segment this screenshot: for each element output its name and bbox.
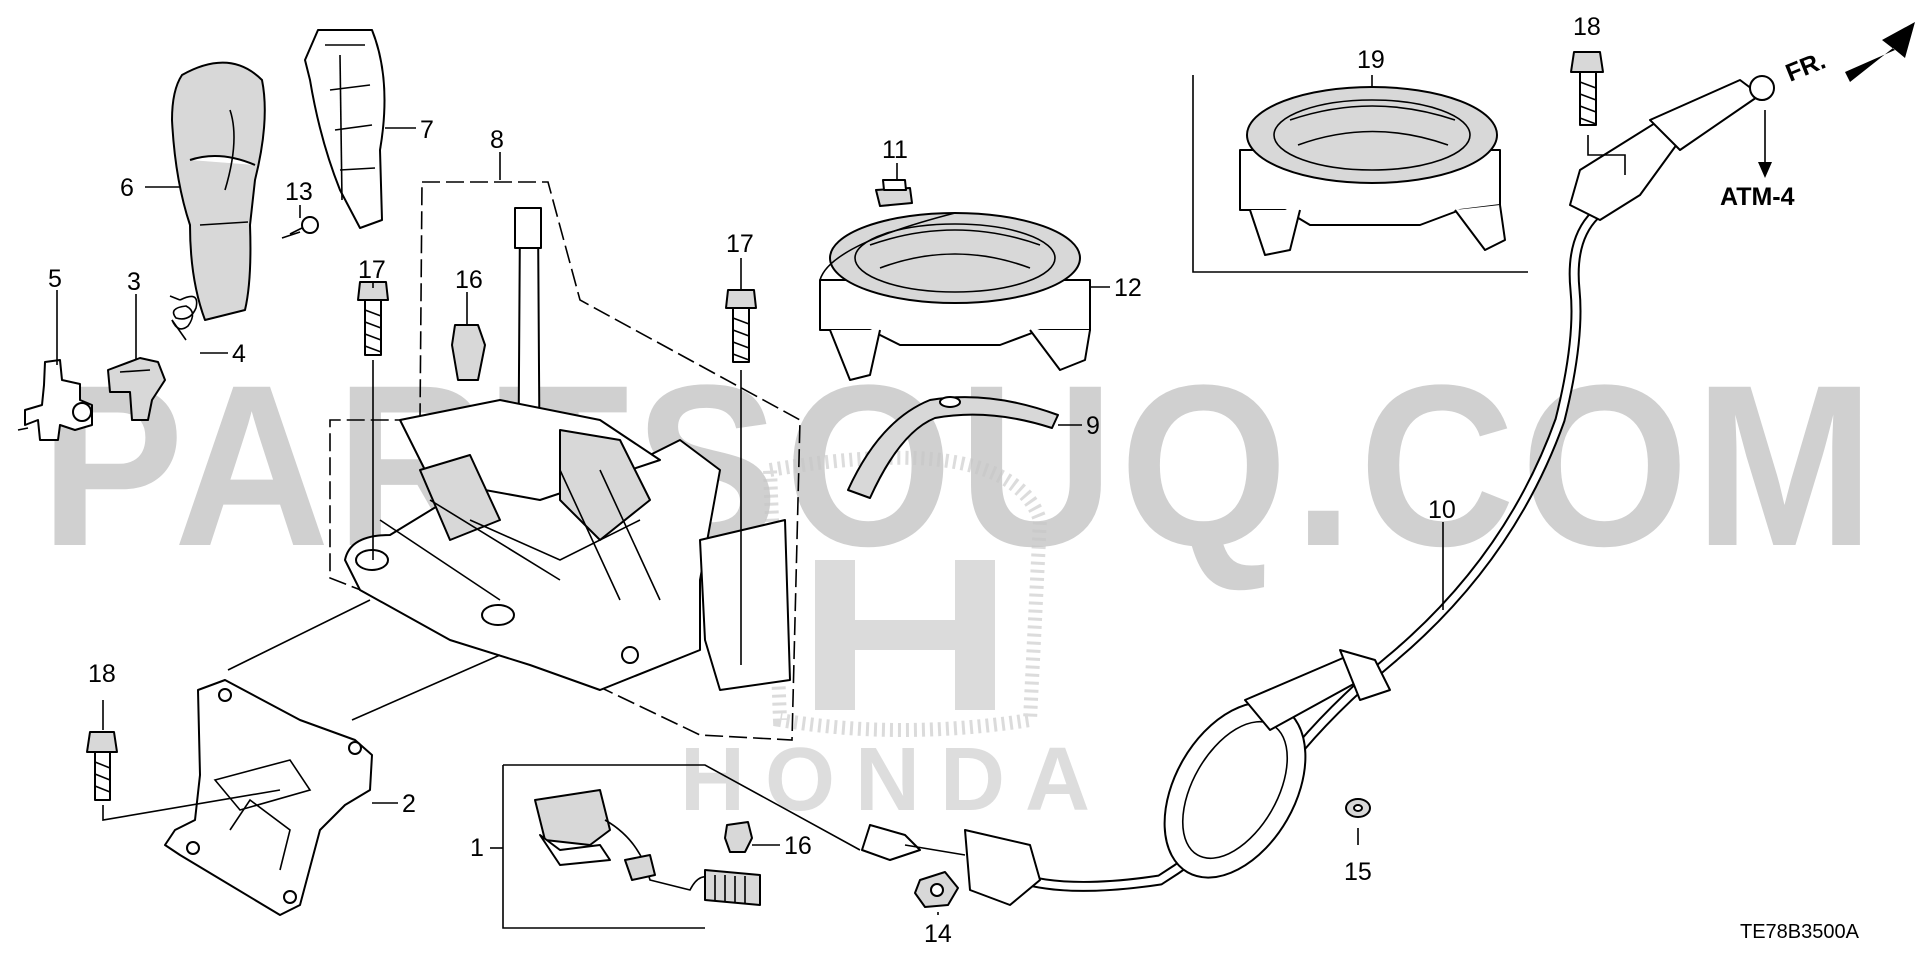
callout-7[interactable]: 7 xyxy=(420,116,434,144)
callout-10[interactable]: 10 xyxy=(1428,496,1456,524)
part-2-mounting-plate[interactable] xyxy=(164,679,373,916)
part-9-slide-cover[interactable] xyxy=(847,396,1059,499)
part-19-indicator-assembly[interactable] xyxy=(1239,86,1506,256)
part-3-clip[interactable] xyxy=(107,357,166,421)
part-1-switch-box xyxy=(490,764,861,929)
callout-leaders xyxy=(56,75,1444,915)
honda-watermark-text: HONDA xyxy=(680,730,1110,830)
part-18-bolt-lower[interactable] xyxy=(86,731,281,821)
callout-14[interactable]: 14 xyxy=(924,920,952,948)
callout-19[interactable]: 19 xyxy=(1357,46,1385,74)
callout-16-lower[interactable]: 16 xyxy=(784,832,812,860)
part-6-shift-knob[interactable] xyxy=(171,61,266,321)
diagram-code: TE78B3500A xyxy=(1740,921,1860,943)
reference-tag-atm[interactable]: ATM-4 xyxy=(1720,183,1795,211)
part-19-box xyxy=(1192,75,1528,273)
part-16-clip-upper[interactable] xyxy=(451,324,486,381)
part-17-bolt-right[interactable] xyxy=(725,289,757,665)
part-13-screw[interactable] xyxy=(281,216,319,239)
part-4-spring[interactable] xyxy=(169,295,198,341)
part-11-clip[interactable] xyxy=(875,179,913,207)
honda-logo-mark xyxy=(762,450,1048,737)
part-16-clip-lower[interactable] xyxy=(724,821,753,853)
callout-8[interactable]: 8 xyxy=(490,126,504,154)
callout-17-right[interactable]: 17 xyxy=(726,230,754,258)
callout-5[interactable]: 5 xyxy=(48,265,62,293)
part-12-indicator-panel[interactable] xyxy=(819,212,1091,381)
assembly-lead-right xyxy=(351,654,501,721)
part-7-knob-cover[interactable] xyxy=(304,29,386,229)
part-18-bolt-upper[interactable] xyxy=(1570,51,1626,175)
part-1-solenoid-switch-harness[interactable] xyxy=(534,789,761,906)
part-8-lever-assembly-box xyxy=(329,181,801,741)
atm-reference-arrowhead xyxy=(1758,162,1772,178)
partsouq-watermark-text: PARTSOUQ.COM xyxy=(40,337,1880,594)
callout-9[interactable]: 9 xyxy=(1086,412,1100,440)
front-direction-arrow: FR. xyxy=(1782,22,1915,88)
callout-2[interactable]: 2 xyxy=(402,790,416,818)
callout-1[interactable]: 1 xyxy=(470,834,484,862)
part-5-lock-bracket[interactable] xyxy=(17,359,93,441)
callout-4[interactable]: 4 xyxy=(232,340,246,368)
callout-18-lower[interactable]: 18 xyxy=(88,660,116,688)
callout-labels: 6 7 13 5 3 4 8 17 17 16 11 12 9 10 19 18… xyxy=(48,13,1601,948)
callout-12[interactable]: 12 xyxy=(1114,274,1142,302)
callout-13[interactable]: 13 xyxy=(285,178,313,206)
callout-18-upper[interactable]: 18 xyxy=(1573,13,1601,41)
part-17-bolt-left[interactable] xyxy=(357,281,389,560)
part-14-nut[interactable] xyxy=(914,871,959,908)
callout-16-upper[interactable]: 16 xyxy=(455,266,483,294)
assembly-lead-left xyxy=(227,599,371,671)
part-10-shift-cable[interactable] xyxy=(861,75,1775,906)
callout-15[interactable]: 15 xyxy=(1344,858,1372,886)
part-15-washer[interactable] xyxy=(1345,798,1371,818)
front-direction-label: FR. xyxy=(1782,47,1830,88)
callout-17-left[interactable]: 17 xyxy=(358,256,386,284)
callout-3[interactable]: 3 xyxy=(127,268,141,296)
callout-6[interactable]: 6 xyxy=(120,174,134,202)
callout-11[interactable]: 11 xyxy=(882,136,908,164)
part-8-shift-lever-assembly[interactable] xyxy=(344,207,791,691)
